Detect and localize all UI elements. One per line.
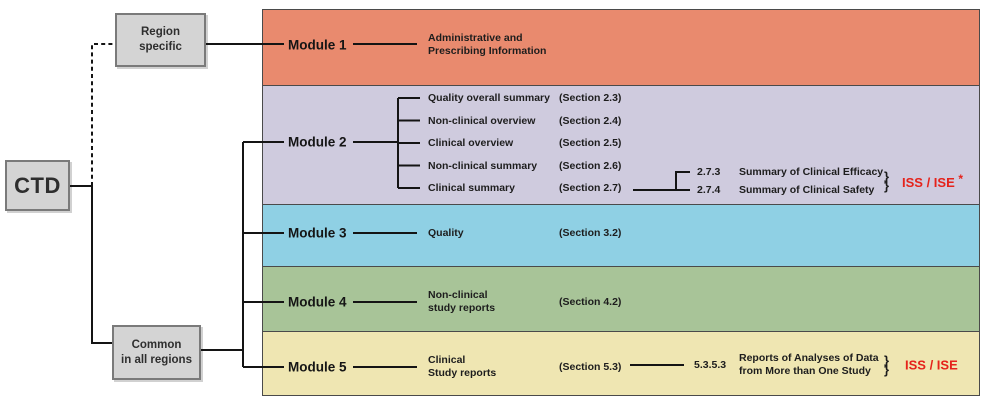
region-specific-node: Region specific [115,13,206,67]
detail-5353-line2: from More than One Study [739,365,871,377]
module-2-item-section: (Section 2.6) [559,159,622,172]
module-5-desc-line1: Clinical [428,354,466,366]
module-2-band [263,85,979,204]
brace-bottom: } [884,178,890,193]
module-2-item-title: Clinical overview [428,137,514,149]
asterisk: * [958,172,964,186]
brace-icon: } } [884,353,890,377]
iss-ise-tag-module2: ISS / ISE * [902,172,963,190]
module-3-section: (Section 3.2) [559,227,622,239]
module-2-item-title: Non-clinical overview [428,114,536,127]
module-3-band [263,204,979,266]
module-5-section: (Section 5.3) [559,361,622,373]
module-3-label: Module 3 [288,225,347,241]
region-specific-line1: Region [141,26,180,39]
module-bands-panel [262,9,980,396]
module-5-description: Clinical Study reports [428,354,496,380]
detail-5353-line1: Reports of Analyses of Data [739,352,879,364]
module-1-desc-line1: Administrative and [428,32,523,44]
module-1-description: Administrative and Prescribing Informati… [428,32,546,58]
module-5-band [263,331,979,395]
module-2-item-title: Clinical summary [428,182,515,194]
module-2-item-title: Quality overall summary [428,92,550,104]
module-4-section: (Section 4.2) [559,296,622,308]
module-4-band [263,266,979,331]
module-2-item-section: (Section 2.7) [559,182,622,194]
iss-ise-text: ISS / ISE [905,357,958,373]
common-node: Common in all regions [112,325,201,380]
module-2-item-section: (Section 2.3) [559,92,622,104]
module-4-label: Module 4 [288,294,347,310]
module-1-band [263,10,979,85]
iss-ise-text: ISS / ISE [902,175,955,190]
module-2-item-section: (Section 2.5) [559,137,622,149]
detail-5353-number: 5.3.5.3 [694,359,727,371]
brace-icon: } } [884,169,890,193]
module-3-description: Quality [428,227,464,239]
detail-5353-label: Reports of Analyses of Data from More th… [739,352,879,378]
module-1-label: Module 1 [288,37,347,53]
module-5-label: Module 5 [288,359,347,375]
brace-top: } [884,169,890,184]
detail-273-number: 2.7.3 [697,166,721,178]
module-5-desc-line2: Study reports [428,367,497,379]
module-4-description: Non-clinical study reports [428,289,495,315]
module-4-desc-line1: Non-clinical [428,289,488,301]
common-line2: in all regions [121,353,192,366]
brace-bottom: } [884,362,890,377]
ctd-label: CTD [14,172,61,198]
detail-273-label: Summary of Clinical Efficacy [739,166,884,178]
detail-274-number: 2.7.4 [697,184,721,196]
common-line1: Common [131,338,182,351]
iss-ise-tag-module5: ISS / ISE [905,358,958,373]
module-2-label: Module 2 [288,134,347,150]
module-4-desc-line2: study reports [428,302,496,314]
brace-top: } [884,353,890,368]
detail-274-label: Summary of Clinical Safety [739,184,875,196]
module-2-item-section: (Section 2.4) [559,114,622,127]
module-1-desc-line2: Prescribing Information [428,45,547,57]
module-2-item-title: Non-clinical summary [428,159,538,172]
ctd-root-node: CTD [5,160,70,211]
region-specific-line2: specific [139,41,182,53]
